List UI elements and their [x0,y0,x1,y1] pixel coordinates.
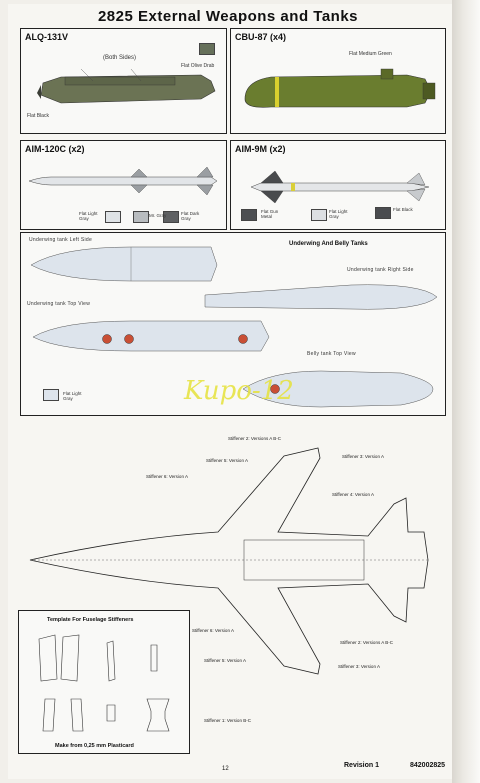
page-title: 2825 External Weapons and Tanks [97,8,359,25]
aim120c-label: AIM-120C (x2) [25,144,85,154]
alq131v-swatch [199,43,215,55]
stiffener-label-3a: Stiffener 3: Version A [342,454,384,459]
alq131v-pod [37,68,216,104]
page-spine [452,0,480,783]
stiffener-label-3b: Stiffener 3: Version A [338,664,380,669]
aim9m-swatch-3 [375,207,391,219]
aim120c-swatch-label-3: Flat Dark Gray [181,211,200,221]
aim9m-swatch-label-3: Flat Black [393,207,413,212]
alq131v-label: ALQ-131V [25,32,69,42]
cbu87-note: Flat Medium Green [349,51,392,57]
tanks-section-title: Underwing And Belly Tanks [289,241,368,247]
tank-right-title: Underwing tank Right Side [347,267,414,273]
aim9m-swatch-label-2: Flat Light Gray [329,209,348,219]
template-shapes [38,634,170,732]
panel-aim120c: AIM-120C (x2) Flat Light Gray Mr. Gray F… [20,140,227,230]
aim120c-missile [28,166,218,196]
aim120c-swatch-label-2: Mr. Gray [149,213,167,218]
stiffener-label-1: Stiffener 1: Version B-C [204,718,251,723]
product-code: 842002825 [410,762,446,769]
watermark-text: Kupo-12 [184,376,294,406]
stiffener-label-6b: Stiffener 6: Version A [192,628,234,633]
tank-drawings [30,246,438,408]
aim9m-swatch-label-1: Flat Gun Metal [261,209,279,219]
aim120c-swatch-label-1: Flat Light Gray [79,211,98,221]
tank-top-title: Underwing tank Top View [27,301,91,307]
stiffener-label-2b: Stiffener 2: Versions A B-C [340,640,393,645]
template-title: Template For Fuselage Stiffeners [47,617,134,623]
aim9m-swatch-1 [241,209,257,221]
revision-label: Revision 1 [344,762,380,769]
panel-stiffener-template: Template For Fuselage Stiffeners Make fr… [18,610,190,754]
panel-alq131v: ALQ-131V (Both Sides) Flat Olive Drab Fl… [20,28,227,134]
tanks-swatch-label: Flat Light Gray [63,391,82,401]
stiffener-label-4: Stiffener 4: Version A [332,492,374,497]
aim120c-swatch-2 [133,211,149,223]
aim9m-missile [250,170,430,204]
instruction-page: 2825 External Weapons and Tanks ALQ-131V… [8,4,452,779]
alq131v-both-sides: (Both Sides) [103,55,137,61]
aim9m-swatch-2 [311,209,327,221]
panel-aim9m: AIM-9M (x2) Flat Gun Metal Flat Light Gr… [230,140,446,230]
tanks-swatch [43,389,59,401]
tank-belly-title: Belly tank Top View [307,351,356,357]
panel-cbu87: CBU-87 (x4) Flat Medium Green [230,28,446,134]
stiffener-label-2: Stiffener 2: Versions A B-C [228,436,281,441]
template-footer: Make from 0,25 mm Plasticard [55,743,134,749]
cbu87-bomb [244,68,436,108]
alq131v-note-a: Flat Olive Drab [181,63,215,69]
cbu87-label: CBU-87 (x4) [235,32,287,42]
aim9m-label: AIM-9M (x2) [235,144,286,154]
stiffener-label-5b: Stiffener 5: Version A [204,658,246,663]
alq131v-note-b: Flat Black [27,113,49,119]
aircraft-planform [29,447,429,675]
stiffener-label-5: Stiffener 5: Version A [206,458,248,463]
stiffener-label-6: Stiffener 6: Version A [146,474,188,479]
tank-left-title: Underwing tank Left Side [29,237,93,243]
page-number: 12 [222,766,229,772]
aim120c-swatch-1 [105,211,121,223]
panel-tanks: Underwing And Belly Tanks Underwing tank… [20,232,446,416]
aim120c-swatch-3 [163,211,179,223]
